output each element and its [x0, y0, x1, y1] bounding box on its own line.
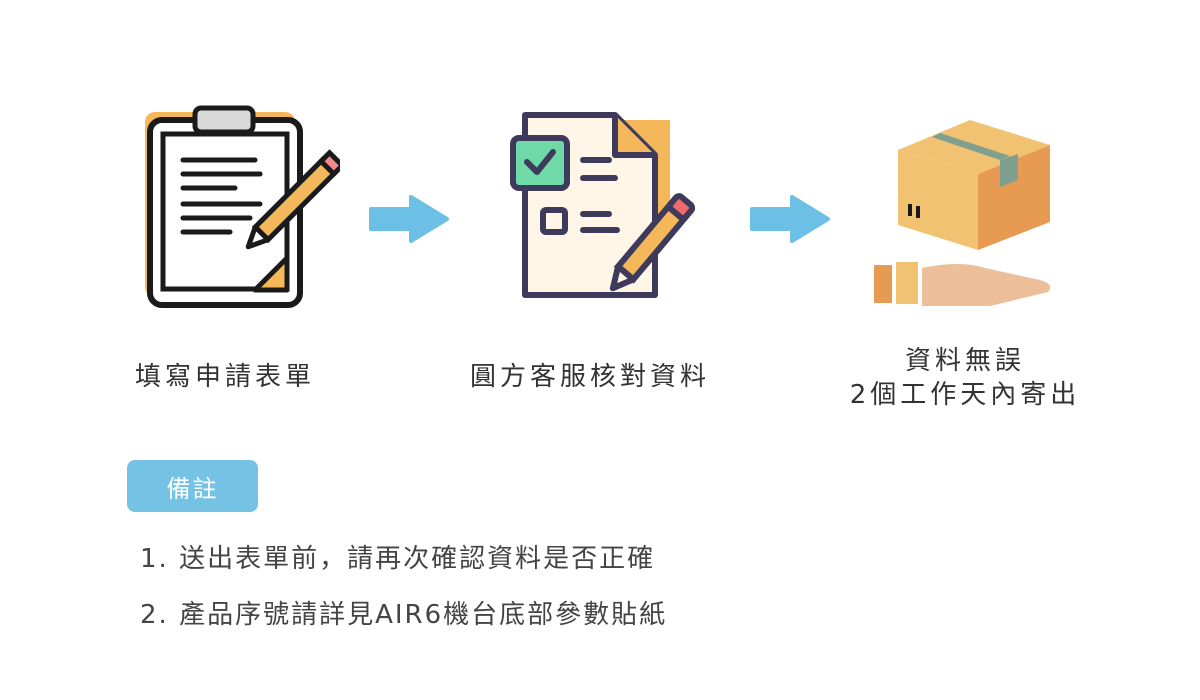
step-1-label: 填寫申請表單 [134, 362, 315, 392]
note-item: 1. 送出表單前，請再次確認資料是否正確 [140, 544, 656, 574]
step-2-label: 圓方客服核對資料 [469, 362, 710, 392]
arrow-right-icon [369, 195, 449, 243]
package-hand-icon [874, 120, 1051, 306]
checklist-pencil-icon [510, 112, 695, 298]
clipboard-pencil-icon [145, 105, 340, 308]
note-item: 2. 產品序號請詳見AIR6機台底部參數貼紙 [140, 600, 668, 630]
step-3-label: 資料無誤 2個工作天內寄出 [820, 344, 1110, 412]
step-3-label-line1: 資料無誤 [904, 346, 1025, 376]
arrow-right-icon [750, 195, 830, 243]
step-3-label-line2: 2個工作天內寄出 [849, 380, 1081, 410]
notes-badge: 備註 [127, 460, 258, 512]
